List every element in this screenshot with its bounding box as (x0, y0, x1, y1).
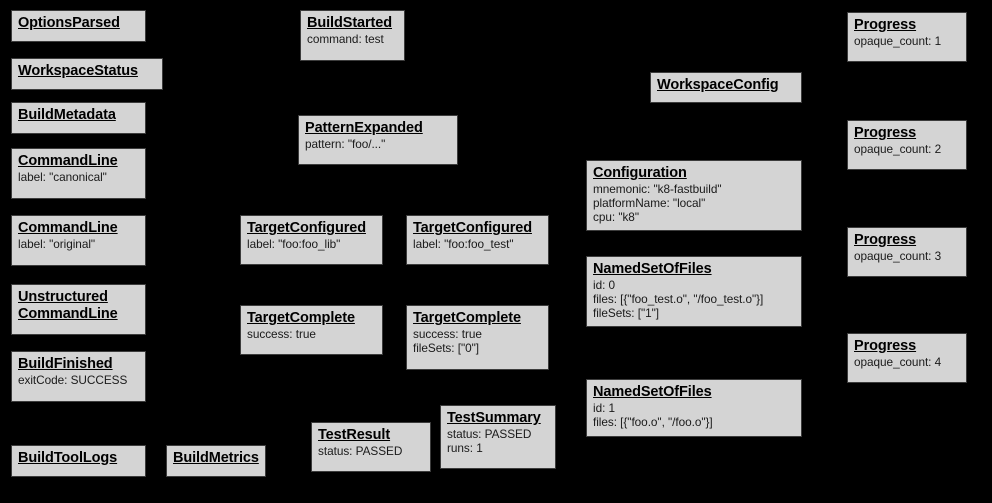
event-node-properties: label: "original" (18, 237, 139, 252)
event-node-property: success: true (247, 327, 316, 342)
event-node-title: TargetConfigured (247, 220, 366, 236)
event-node-property: status: PASSED (318, 444, 403, 459)
event-node-properties: opaque_count: 1 (854, 34, 960, 49)
event-node-title: TargetComplete (413, 310, 521, 326)
event-node-title: TestResult (318, 427, 391, 443)
event-node-title: BuildStarted (307, 15, 393, 31)
event-node-properties: exitCode: SUCCESS (18, 373, 139, 388)
event-node-property: id: 0 (593, 278, 616, 293)
event-node-property: pattern: "foo/..." (305, 137, 386, 152)
event-node-title: BuildFinished (18, 356, 113, 372)
event-node-title: TargetComplete (247, 310, 355, 326)
event-node-title: BuildMetadata (18, 107, 116, 123)
event-node-property: label: "foo:foo_lib" (247, 237, 341, 252)
event-node-property: fileSets: ["1"] (593, 305, 659, 320)
event-node-title: Progress (854, 125, 917, 141)
event-node-title: Progress (854, 338, 917, 354)
event-node-property: label: "canonical" (18, 170, 107, 185)
event-node-properties: status: PASSED (318, 444, 424, 459)
event-node-property: runs: 1 (447, 441, 483, 456)
event-node-property: opaque_count: 2 (854, 142, 942, 157)
event-node-property: status: PASSED (447, 427, 532, 442)
event-node-properties: label: "foo:foo_test" (413, 237, 542, 252)
event-node-title: BuildMetrics (173, 450, 259, 466)
event-node-properties: opaque_count: 3 (854, 249, 960, 264)
event-node-property: fileSets: ["0"] (413, 341, 479, 356)
event-node-title: WorkspaceStatus (18, 63, 138, 79)
event-node-title: TargetConfigured (413, 220, 532, 236)
event-node-title: PatternExpanded (305, 120, 423, 136)
event-node-options-parsed[interactable]: OptionsParsed (11, 10, 146, 42)
event-node-properties: label: "canonical" (18, 170, 139, 185)
event-node-properties: command: test (307, 32, 398, 47)
event-node-build-metadata[interactable]: BuildMetadata (11, 102, 146, 134)
event-node-property: label: "original" (18, 237, 96, 252)
event-node-build-tool-logs[interactable]: BuildToolLogs (11, 445, 146, 477)
event-node-title: Progress (854, 232, 917, 248)
event-node-property: id: 1 (593, 401, 616, 416)
event-node-workspace-status[interactable]: WorkspaceStatus (11, 58, 163, 90)
event-node-property: opaque_count: 1 (854, 34, 942, 49)
event-node-property: label: "foo:foo_test" (413, 237, 514, 252)
event-node-property: success: true (413, 327, 482, 342)
event-node-build-metrics[interactable]: BuildMetrics (166, 445, 266, 477)
event-node-title: NamedSetOfFiles (593, 261, 712, 277)
event-node-property: files: [{"foo_test.o", "/foo_test.o"}] (593, 292, 764, 307)
event-node-title: CommandLine (18, 153, 118, 169)
event-node-property: files: [{"foo.o", "/foo.o"}] (593, 415, 713, 430)
event-node-property: command: test (307, 32, 384, 47)
event-node-properties: success: true (247, 327, 376, 342)
event-node-title: NamedSetOfFiles (593, 384, 712, 400)
event-node-workspace-config[interactable]: WorkspaceConfig (650, 72, 802, 103)
event-node-property: cpu: "k8" (593, 209, 639, 224)
event-node-unstructured-command-line[interactable]: Unstructured CommandLine (11, 284, 146, 335)
event-node-title: Configuration (593, 165, 687, 181)
event-node-title: WorkspaceConfig (657, 77, 779, 93)
event-node-title: CommandLine (18, 220, 118, 236)
event-node-properties: opaque_count: 2 (854, 142, 960, 157)
event-node-title: Progress (854, 17, 917, 33)
event-node-properties: label: "foo:foo_lib" (247, 237, 376, 252)
event-node-property: opaque_count: 3 (854, 249, 942, 264)
event-node-properties: opaque_count: 4 (854, 355, 960, 370)
event-node-properties: mnemonic: "k8-fastbuild"platformName: "l… (593, 182, 795, 225)
event-node-property: platformName: "local" (593, 196, 706, 211)
event-node-property: exitCode: SUCCESS (18, 373, 128, 388)
event-node-title: OptionsParsed (18, 15, 120, 31)
event-node-title: Unstructured CommandLine (18, 289, 118, 323)
event-node-properties: pattern: "foo/..." (305, 137, 451, 152)
event-node-property: mnemonic: "k8-fastbuild" (593, 182, 722, 197)
event-node-property: opaque_count: 4 (854, 355, 942, 370)
event-node-title: TestSummary (447, 410, 541, 426)
event-node-title: BuildToolLogs (18, 450, 118, 466)
